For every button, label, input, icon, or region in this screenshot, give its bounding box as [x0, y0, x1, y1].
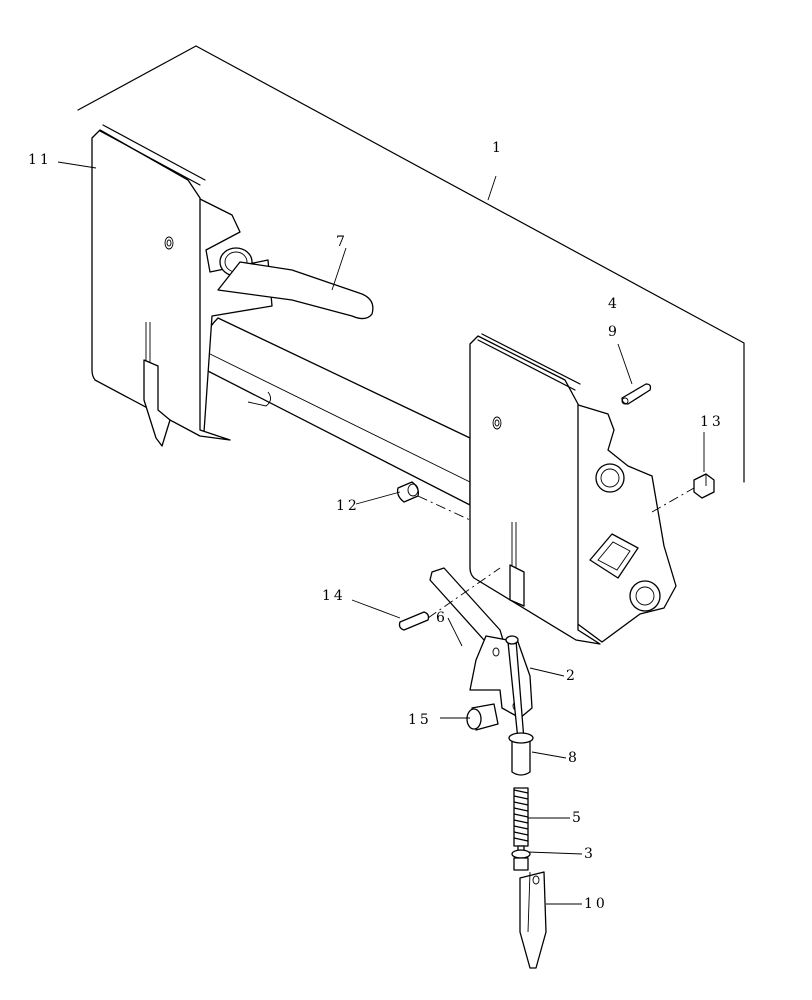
callout-5: 5	[572, 810, 584, 826]
callout-3: 3	[584, 846, 596, 862]
callout-11: 11	[28, 152, 52, 168]
right-mounting-plate	[469, 333, 677, 645]
cross-tube	[200, 317, 471, 506]
leader-lines	[57, 161, 705, 905]
pivot-pin-15	[466, 703, 499, 731]
centerline-plug	[651, 487, 695, 513]
callout-1: 1	[492, 140, 504, 156]
upper-boss	[595, 463, 625, 493]
spring-5	[513, 787, 529, 847]
callout-2: 2	[566, 668, 578, 684]
callout-7: 7	[336, 234, 348, 250]
centerline-cross-tube	[417, 495, 471, 521]
callout-12: 12	[336, 498, 360, 514]
pin-4-9	[621, 383, 652, 405]
latch-body	[469, 635, 533, 719]
plug-13	[693, 473, 715, 499]
callout-6: 6	[436, 610, 448, 626]
callout-8: 8	[568, 750, 580, 766]
collar-3	[511, 845, 531, 871]
callout-4: 4	[608, 296, 620, 312]
handle-lever	[217, 261, 374, 320]
assembly-bracket	[77, 45, 745, 483]
bushing-8	[508, 732, 534, 776]
callout-13: 13	[700, 414, 724, 430]
grease-fitting-12	[396, 481, 420, 503]
callout-14: 14	[322, 588, 346, 604]
callout-10: 10	[584, 896, 608, 912]
latch-pin-10	[519, 871, 547, 969]
lower-boss	[629, 580, 661, 612]
callout-9: 9	[608, 324, 620, 340]
roll-pin-14	[398, 611, 430, 631]
callout-15: 15	[408, 712, 432, 728]
square-slot	[589, 533, 639, 579]
centerline-roll-pin	[427, 567, 501, 619]
left-mounting-plate	[91, 124, 273, 447]
